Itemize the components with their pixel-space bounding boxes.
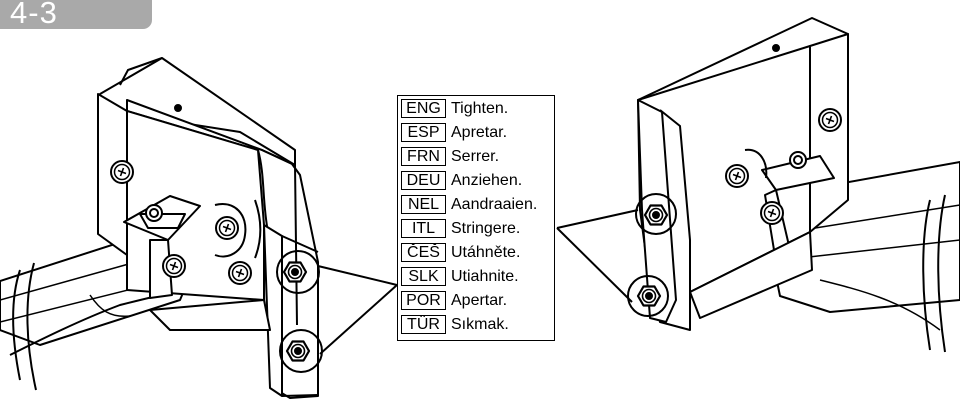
legend-row: ITL Stringere. [401, 218, 520, 239]
language-code: ESP [401, 123, 446, 142]
language-code: ITL [401, 219, 446, 238]
step-number-tab: 4-3 [0, 0, 152, 30]
legend-row: SLK Utiahnite. [401, 266, 519, 287]
legend-row: POR Apertar. [401, 290, 507, 311]
instruction-text: Aandraaien. [451, 195, 538, 213]
instruction-text: Utiahnite. [451, 267, 519, 285]
instruction-text: Utáhněte. [451, 243, 521, 261]
instruction-text: Tighten. [451, 99, 509, 117]
left-callout-leaders [317, 265, 398, 355]
legend-row: ENG Tighten. [401, 98, 508, 119]
step-number: 4-3 [10, 0, 58, 30]
instruction-text: Apertar. [451, 291, 508, 309]
left-bracket-assembly [0, 57, 323, 399]
language-code: ČEŠ [401, 243, 446, 262]
right-bracket-assembly [627, 17, 960, 353]
language-code: ENG [401, 99, 446, 118]
language-code: POR [401, 291, 446, 310]
language-code: DEU [401, 171, 446, 190]
language-legend: ENG Tighten. ESP Apretar. FRN Serrer. DE… [397, 95, 555, 341]
legend-row: TÜR Sıkmak. [401, 314, 509, 335]
instruction-text: Sıkmak. [451, 315, 509, 333]
instruction-text: Serrer. [451, 147, 500, 165]
legend-row: ČEŠ Utáhněte. [401, 242, 520, 263]
instruction-text: Stringere. [451, 219, 521, 237]
language-code: SLK [401, 267, 446, 286]
right-callout-leaders [556, 209, 639, 303]
language-code: FRN [401, 147, 446, 166]
legend-row: FRN Serrer. [401, 146, 499, 167]
language-code: TÜR [401, 315, 446, 334]
legend-row: NEL Aandraaien. [401, 194, 537, 215]
instruction-text: Apretar. [451, 123, 508, 141]
legend-row: ESP Apretar. [401, 122, 507, 143]
language-code: NEL [401, 195, 446, 214]
instruction-text: Anziehen. [451, 171, 523, 189]
legend-row: DEU Anziehen. [401, 170, 522, 191]
